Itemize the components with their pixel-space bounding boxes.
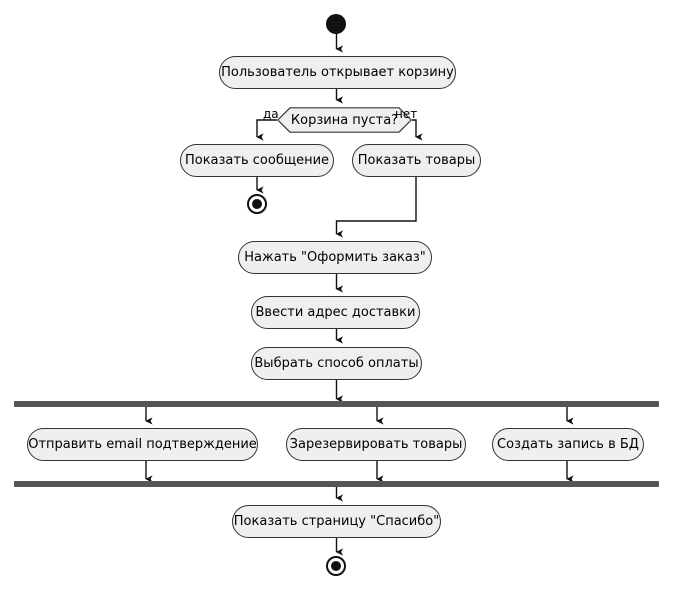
edge-decision-no xyxy=(412,119,423,141)
guard-label-yes: да xyxy=(263,107,279,121)
activity-send-email[interactable]: Отправить email подтверждение xyxy=(27,428,258,461)
activity-show-message[interactable]: Показать сообщение xyxy=(180,144,334,177)
decision-label: Корзина пуста? xyxy=(290,112,399,128)
activity-label: Зарезервировать товары xyxy=(289,437,463,452)
activity-enter-address[interactable]: Ввести адрес доставки xyxy=(251,296,420,329)
activity-choose-payment[interactable]: Выбрать способ оплаты xyxy=(251,347,422,380)
decision-shape xyxy=(277,107,412,133)
activity-label: Создать запись в БД xyxy=(497,437,639,452)
edge-show-goods-to-checkout xyxy=(335,177,417,238)
decision-cart-empty[interactable]: Корзина пуста? xyxy=(277,107,412,133)
end-node-final xyxy=(326,556,346,576)
activity-label: Выбрать способ оплаты xyxy=(254,356,419,371)
join-bar xyxy=(14,481,659,487)
edge-decision-yes xyxy=(256,119,277,141)
activity-label: Нажать "Оформить заказ" xyxy=(244,250,426,265)
activity-label: Показать страницу "Спасибо" xyxy=(233,514,440,529)
activity-label: Ввести адрес доставки xyxy=(255,305,416,320)
activity-label: Отправить email подтверждение xyxy=(28,437,257,452)
fork-bar xyxy=(14,401,659,407)
end-node-empty-branch xyxy=(247,194,267,214)
activity-press-checkout[interactable]: Нажать "Оформить заказ" xyxy=(238,241,432,274)
activity-show-thanks[interactable]: Показать страницу "Спасибо" xyxy=(232,505,441,538)
activity-create-db-record[interactable]: Создать запись в БД xyxy=(492,428,644,461)
start-node xyxy=(326,14,346,34)
activity-open-cart[interactable]: Пользователь открывает корзину xyxy=(219,56,456,89)
activity-reserve-goods[interactable]: Зарезервировать товары xyxy=(286,428,466,461)
guard-label-no: нет xyxy=(395,107,418,121)
activity-label: Пользователь открывает корзину xyxy=(221,65,454,80)
activity-label: Показать сообщение xyxy=(184,153,330,168)
activity-show-goods[interactable]: Показать товары xyxy=(352,144,481,177)
activity-label: Показать товары xyxy=(357,153,476,168)
